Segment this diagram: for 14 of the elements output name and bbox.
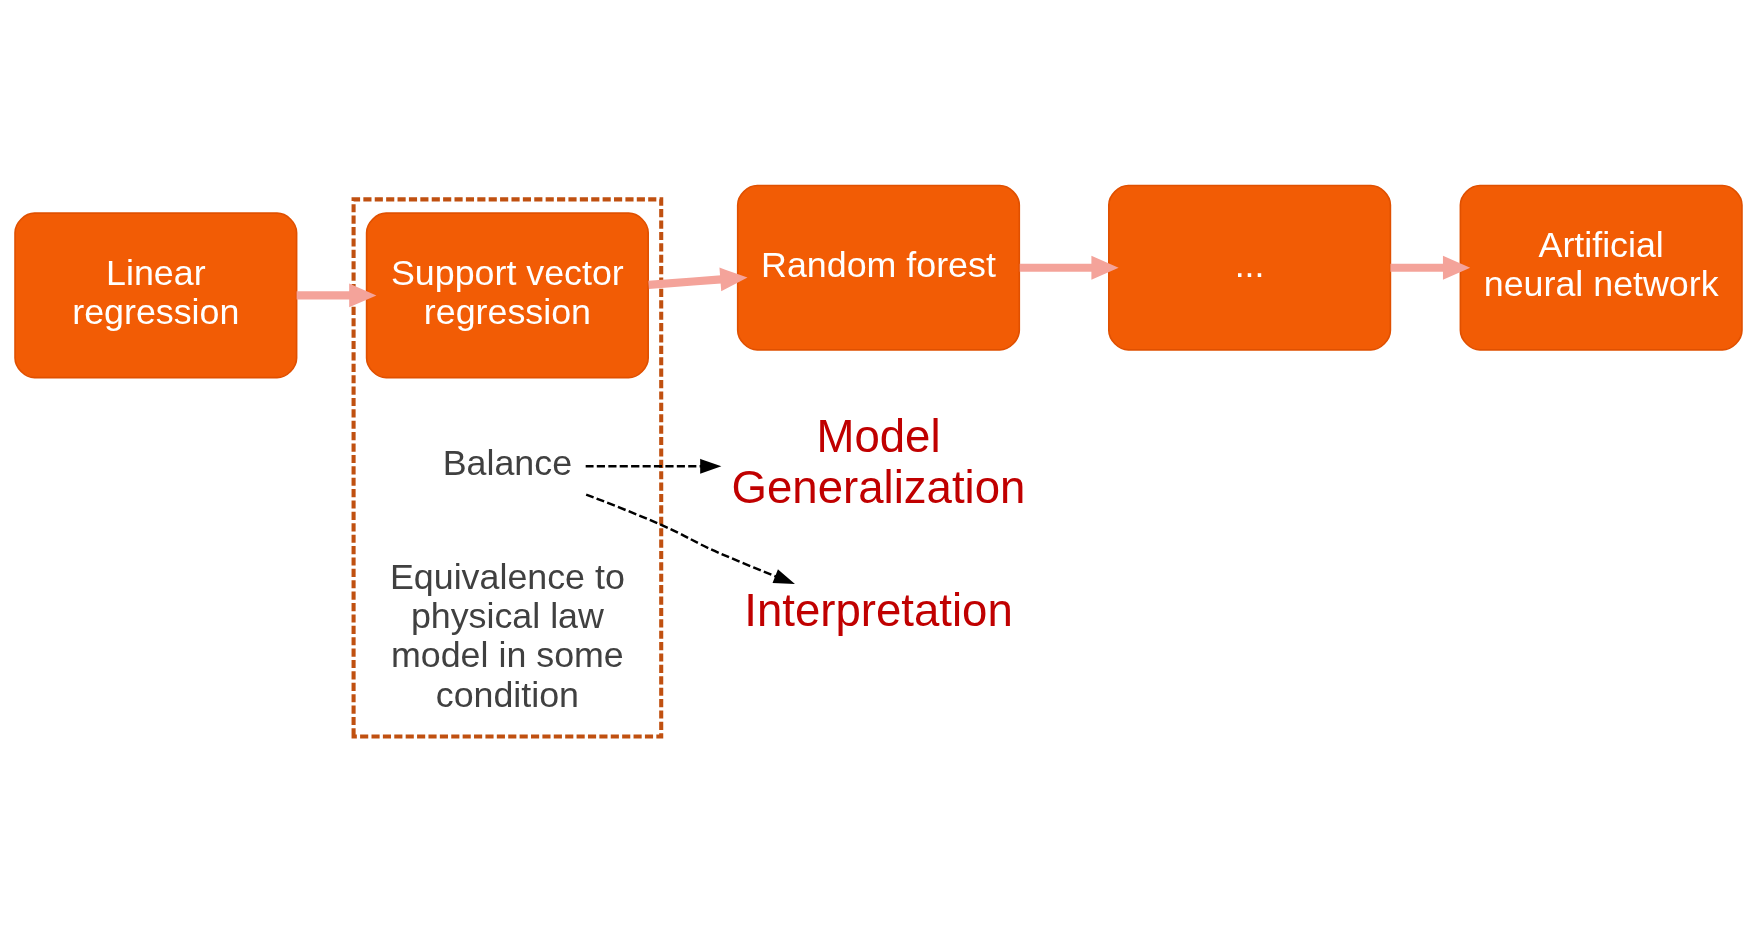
node-box: Support vector regression — [365, 212, 649, 379]
node-text: Balance — [442, 443, 573, 484]
node-box: Artificial neural network — [1459, 184, 1743, 351]
node-text: Interpretation — [744, 584, 1013, 636]
arrow — [585, 493, 795, 584]
arrow — [585, 458, 722, 474]
node-box: Linear regression — [14, 212, 298, 379]
node-text: Model Generalization — [731, 411, 1026, 513]
arrow — [1390, 255, 1471, 280]
arrow — [296, 283, 377, 308]
node-box: Random forest — [736, 184, 1021, 351]
node-text: Equivalence to physical law model in some condition — [389, 557, 625, 715]
arrow — [1019, 255, 1119, 280]
node-box: ... — [1108, 184, 1392, 351]
